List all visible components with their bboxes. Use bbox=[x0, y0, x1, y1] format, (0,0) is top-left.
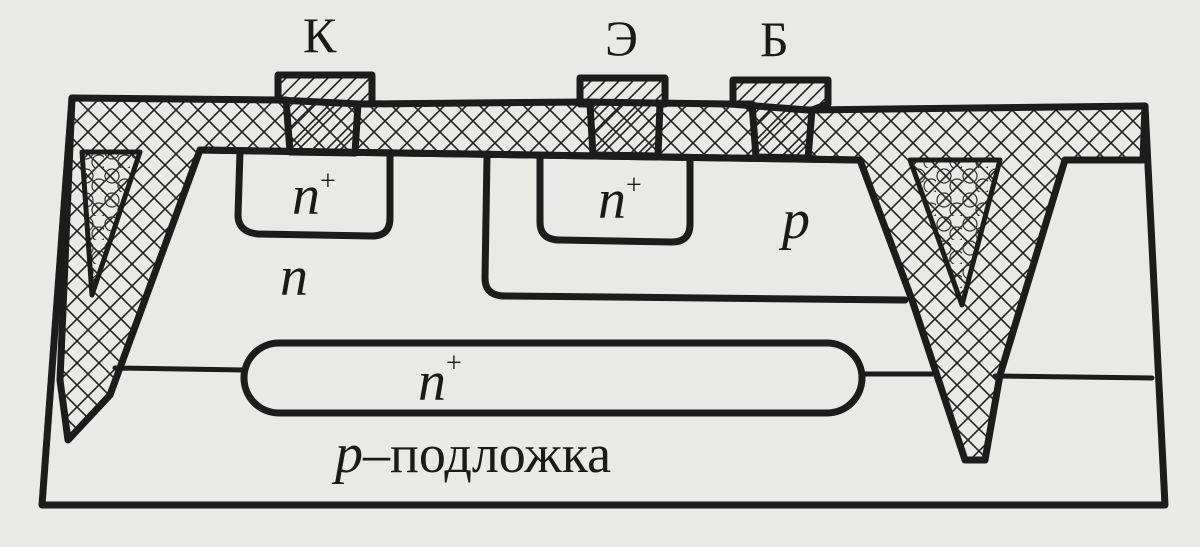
collector-label: К bbox=[303, 7, 337, 63]
substrate-label: p–подложка bbox=[331, 423, 611, 485]
buried-layer-left-line bbox=[112, 365, 247, 373]
emitter-metal-contact[interactable] bbox=[576, 74, 669, 160]
buried-n-plus-label: n+ bbox=[418, 348, 462, 413]
right-isolation-poly bbox=[907, 157, 1003, 308]
emitter-n-plus-region bbox=[536, 153, 694, 246]
base-metal-contact[interactable] bbox=[729, 76, 832, 162]
base-label: Б bbox=[760, 11, 789, 67]
base-p-region bbox=[481, 152, 909, 304]
collector-n-plus-label: n+ bbox=[292, 165, 336, 227]
collector-n-plus-region bbox=[234, 148, 394, 240]
buried-n-plus-layer bbox=[240, 339, 866, 417]
substrate-outline bbox=[38, 94, 1169, 509]
emitter-n-plus-label: n+ bbox=[598, 169, 642, 231]
buried-layer-right-line bbox=[859, 371, 1155, 381]
left-isolation-poly bbox=[79, 149, 143, 298]
collector-metal-contact[interactable] bbox=[274, 71, 376, 157]
emitter-label: Э bbox=[605, 10, 638, 66]
base-p-label: p bbox=[778, 189, 810, 251]
collector-n-label: n bbox=[280, 246, 308, 308]
